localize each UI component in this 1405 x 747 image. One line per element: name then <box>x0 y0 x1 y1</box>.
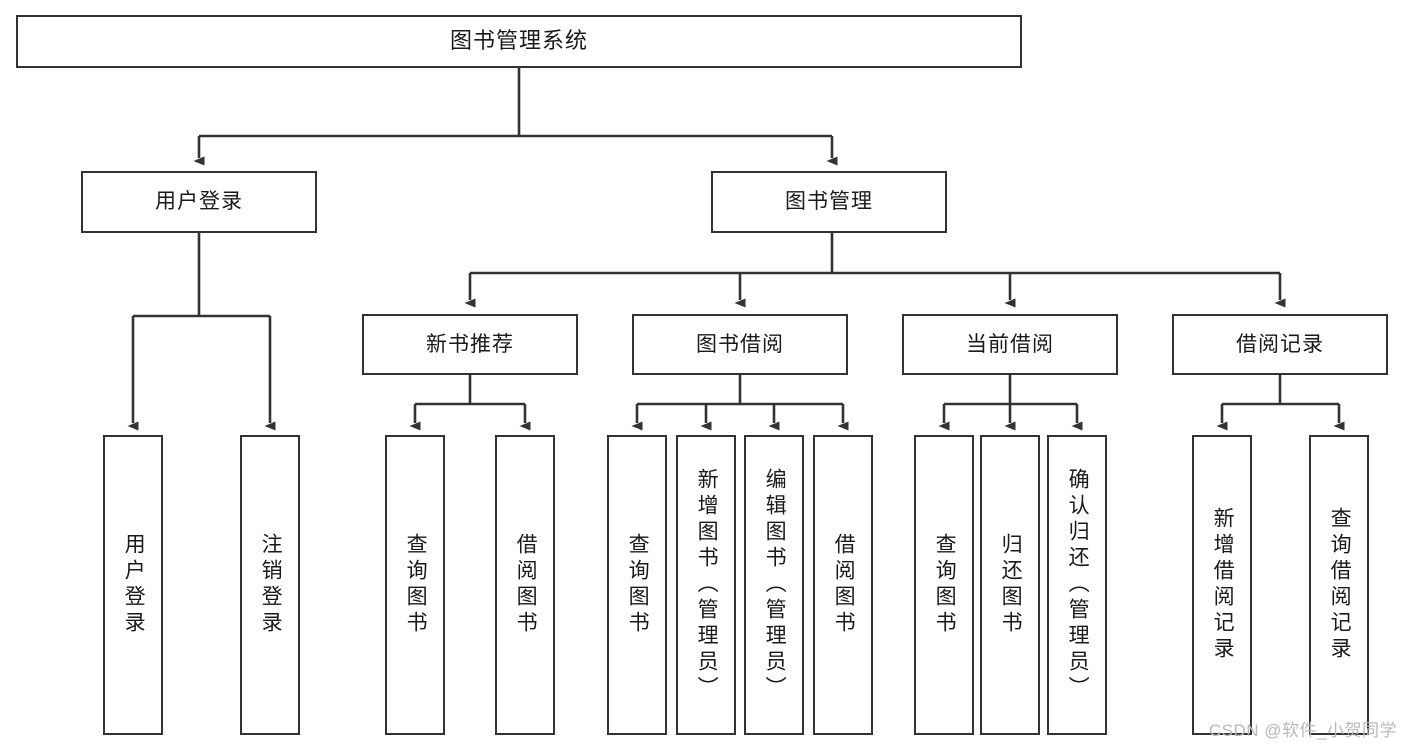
leaf-label: 查询图书 <box>404 533 428 637</box>
leaf-label: 归还图书 <box>999 533 1023 637</box>
node-book-borrow-label: 图书借阅 <box>696 332 784 356</box>
leaf-label: 注销登录 <box>259 533 283 637</box>
leaf-label: 新增借阅记录 <box>1211 507 1235 663</box>
leaf-label: 确认归还（管理员） <box>1066 468 1090 702</box>
leaf-book-borrow-borrow[interactable]: 借阅图书 <box>813 435 873 735</box>
leaf-label: 用户登录 <box>122 533 146 637</box>
leaf-book-borrow-edit[interactable]: 编辑图书（管理员） <box>744 435 804 735</box>
leaf-current-borrow-confirm[interactable]: 确认归还（管理员） <box>1047 435 1107 735</box>
node-user-login-label: 用户登录 <box>155 190 243 214</box>
leaf-new-book-borrow[interactable]: 借阅图书 <box>495 435 555 735</box>
node-current-borrow[interactable]: 当前借阅 <box>902 314 1118 375</box>
node-borrow-record[interactable]: 借阅记录 <box>1172 314 1388 375</box>
leaf-label: 借阅图书 <box>832 533 856 637</box>
leaf-label: 新增图书（管理员） <box>695 468 719 702</box>
node-book-borrow[interactable]: 图书借阅 <box>632 314 848 375</box>
node-new-book-recommend-label: 新书推荐 <box>426 332 514 356</box>
leaf-user-login-signin[interactable]: 用户登录 <box>103 435 163 735</box>
leaf-borrow-record-add[interactable]: 新增借阅记录 <box>1192 435 1252 735</box>
node-root-label: 图书管理系统 <box>449 28 588 54</box>
node-borrow-record-label: 借阅记录 <box>1236 332 1324 356</box>
node-root[interactable]: 图书管理系统 <box>16 15 1022 68</box>
leaf-label: 查询借阅记录 <box>1328 507 1352 663</box>
leaf-current-borrow-query[interactable]: 查询图书 <box>914 435 974 735</box>
node-current-borrow-label: 当前借阅 <box>966 332 1054 356</box>
node-new-book-recommend[interactable]: 新书推荐 <box>362 314 578 375</box>
leaf-new-book-query[interactable]: 查询图书 <box>385 435 445 735</box>
leaf-book-borrow-add[interactable]: 新增图书（管理员） <box>676 435 736 735</box>
leaf-label: 借阅图书 <box>514 533 538 637</box>
leaf-current-borrow-return[interactable]: 归还图书 <box>980 435 1040 735</box>
leaf-book-borrow-query[interactable]: 查询图书 <box>607 435 667 735</box>
node-book-management[interactable]: 图书管理 <box>711 171 947 233</box>
leaf-label: 查询图书 <box>626 533 650 637</box>
node-user-login[interactable]: 用户登录 <box>81 171 317 233</box>
leaf-user-login-signout[interactable]: 注销登录 <box>240 435 300 735</box>
leaf-borrow-record-query[interactable]: 查询借阅记录 <box>1309 435 1369 735</box>
node-book-management-label: 图书管理 <box>785 190 873 214</box>
leaf-label: 查询图书 <box>933 533 957 637</box>
leaf-label: 编辑图书（管理员） <box>763 468 787 702</box>
watermark-text: CSDN @软件_小贺同学 <box>1208 721 1397 740</box>
